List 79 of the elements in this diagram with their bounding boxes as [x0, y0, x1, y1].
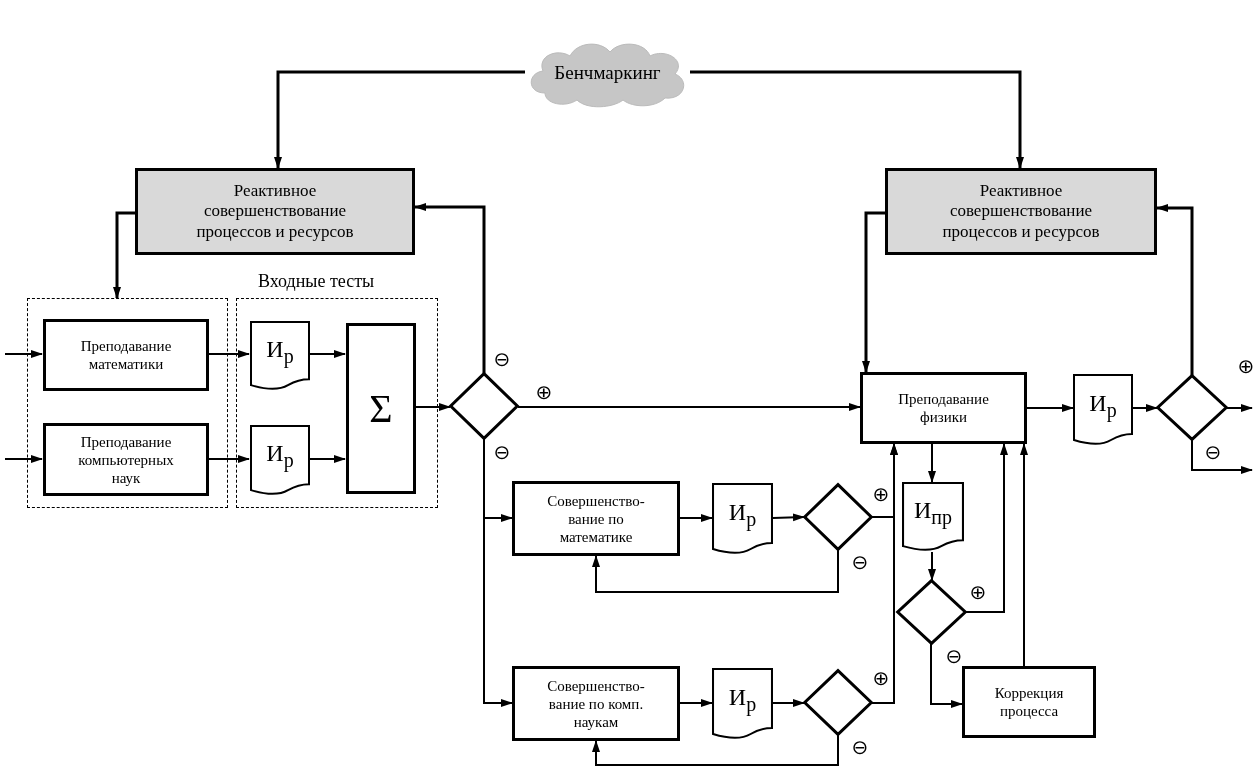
arrow [679, 699, 713, 707]
box-label: Преподавание физики [897, 390, 990, 426]
box-label: Совершенство- вание по математике [546, 491, 646, 546]
arrow [928, 551, 936, 581]
box-label: Коррекция процесса [993, 684, 1065, 720]
decision-diamond [1157, 375, 1227, 440]
arrow [414, 403, 451, 411]
box-label: Бенчмаркинг [554, 61, 661, 85]
document-label: И$_{р}$ [266, 439, 294, 472]
process-box [43, 423, 209, 496]
group-heading: Входные тесты [258, 271, 375, 292]
process-box [885, 168, 1157, 255]
dashed-group [27, 298, 228, 508]
dashed-group [236, 298, 438, 508]
document-shape [902, 482, 964, 552]
process-box [346, 323, 416, 494]
decision-diamond [450, 373, 518, 439]
arrow [517, 403, 861, 411]
sign-symbol: ⊖ [492, 442, 512, 462]
process-box [512, 666, 680, 741]
document-shape [250, 425, 310, 496]
document-label: И$_{р}$ [1089, 388, 1117, 422]
decision-diamond [897, 580, 966, 644]
document-label: И$_{р}$ [728, 497, 757, 531]
sign-symbol: ⊕ [534, 382, 554, 402]
box-label: Σ [369, 384, 393, 433]
arrow [207, 350, 250, 358]
process-box [860, 372, 1027, 444]
sign-symbol: ⊖ [1203, 442, 1223, 462]
box-label: Преподавание математики [79, 337, 173, 373]
arrow [679, 514, 713, 522]
arrow [772, 513, 805, 522]
decision-diamond [804, 484, 872, 550]
arrow [592, 734, 839, 766]
document-label: И$_{р}$ [266, 334, 294, 368]
arrow [930, 643, 963, 708]
document-shape [712, 483, 773, 555]
decision-diamond [804, 670, 872, 735]
arrow [207, 455, 250, 463]
arrow [1226, 404, 1253, 412]
sign-symbol: ⊖ [492, 349, 512, 369]
arrow [871, 443, 898, 704]
sign-symbol: ⊖ [944, 646, 964, 666]
box-label: Реактивное совершенствование процессов и ресурсов [195, 180, 355, 243]
arrow [113, 211, 135, 299]
box-label: Реактивное совершенствование процессов и ресурсов [941, 180, 1101, 243]
sign-symbol: ⊕ [968, 582, 988, 602]
process-box [512, 481, 680, 556]
arrow [483, 438, 513, 707]
arrow [928, 443, 936, 483]
process-box [962, 666, 1096, 738]
document-label: И$_{пр}$ [913, 495, 952, 529]
box-label: Преподавание компьютерных наук [77, 432, 175, 487]
arrow [274, 70, 525, 169]
arrow [4, 350, 43, 358]
arrow [965, 443, 1008, 613]
arrow [1020, 443, 1028, 667]
arrow [4, 455, 43, 463]
process-box [43, 319, 209, 391]
arrow [414, 203, 486, 373]
arrow [690, 70, 1024, 169]
sign-symbol: ⊖ [850, 737, 870, 757]
document-shape [1073, 374, 1133, 446]
arrow [862, 211, 885, 373]
arrow [1191, 439, 1253, 474]
process-box [135, 168, 415, 255]
sign-symbol: ⊖ [850, 552, 870, 572]
arrow [1132, 404, 1158, 412]
sign-symbol: ⊕ [1236, 356, 1256, 376]
document-label: И$_{р}$ [728, 682, 757, 716]
box-label: Совершенство- вание по комп. наукам [546, 676, 646, 731]
sign-symbol: ⊕ [871, 484, 891, 504]
document-shape [712, 668, 773, 740]
sign-symbol: ⊕ [871, 668, 891, 688]
arrow [1026, 404, 1074, 412]
document-shape [250, 321, 310, 391]
arrow [772, 699, 805, 707]
arrow [592, 549, 839, 593]
arrow [1156, 204, 1194, 375]
